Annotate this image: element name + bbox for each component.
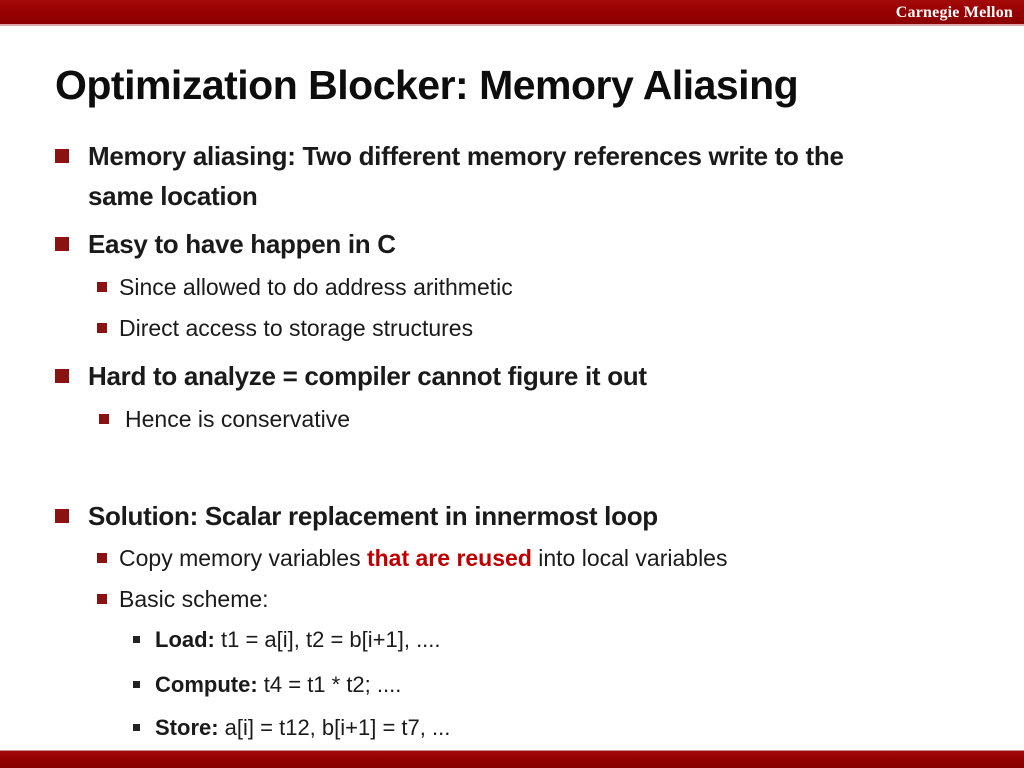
text-segment: t4 = t1 * t2; .... (257, 672, 402, 697)
bullet-item: Solution: Scalar replacement in innermos… (55, 496, 658, 536)
sub-bullet-item: Direct access to storage structures (97, 313, 473, 343)
sub-bullet-text: Hence is conservative (125, 406, 350, 432)
text-segment: into local variables (531, 545, 728, 571)
sub-sub-bullet-square-icon (133, 724, 140, 731)
sub-sub-bullet-text: Store: a[i] = t12, b[i+1] = t7, ... (155, 714, 450, 742)
sub-bullet-square-icon (97, 553, 107, 563)
sub-bullet-text: Basic scheme: (119, 586, 269, 612)
sub-bullet-square-icon (97, 594, 107, 604)
bullet-text: Memory aliasing: Two different memory re… (88, 141, 844, 211)
header-bar: Carnegie Mellon (0, 0, 1024, 26)
sub-bullet-square-icon (99, 414, 109, 424)
bullet-text: Hard to analyze = compiler cannot figure… (88, 361, 647, 391)
bullet-item: Hard to analyze = compiler cannot figure… (55, 356, 647, 396)
sub-bullet-text: Copy memory variables that are reused in… (119, 543, 727, 573)
brand-label: Carnegie Mellon (895, 4, 1013, 21)
text-segment: Copy memory variables (119, 545, 367, 571)
keyword-label: Load: (155, 627, 215, 652)
text-segment: t1 = a[i], t2 = b[i+1], .... (214, 627, 441, 652)
bullet-text: Easy to have happen in C (88, 229, 396, 259)
sub-sub-bullet-square-icon (133, 681, 140, 688)
sub-sub-bullet-square-icon (133, 636, 140, 643)
bullet-item: Easy to have happen in C (55, 224, 396, 264)
bullet-square-icon (55, 509, 69, 523)
sub-bullet-square-icon (97, 282, 107, 292)
sub-bullet-item: Copy memory variables that are reused in… (97, 543, 727, 573)
sub-bullet-text: Direct access to storage structures (119, 315, 474, 341)
sub-bullet-square-icon (97, 323, 107, 333)
sub-bullet-text: Since allowed to do address arithmetic (119, 274, 513, 300)
sub-sub-bullet-text: Load: t1 = a[i], t2 = b[i+1], .... (155, 626, 441, 654)
sub-bullet-item: Since allowed to do address arithmetic (97, 272, 513, 302)
keyword-label: Compute: (155, 672, 258, 697)
highlight-text: that are reused (366, 545, 532, 571)
bullet-item: Memory aliasing: Two different memory re… (55, 136, 883, 216)
page-title: Optimization Blocker: Memory Aliasing (55, 62, 799, 108)
text-segment: a[i] = t12, b[i+1] = t7, ... (218, 715, 451, 740)
sub-sub-bullet-text: Compute: t4 = t1 * t2; .... (155, 671, 401, 699)
sub-sub-bullet-item: Store: a[i] = t12, b[i+1] = t7, ... (133, 714, 450, 742)
sub-bullet-item: Basic scheme: (97, 584, 269, 614)
bullet-text: Solution: Scalar replacement in innermos… (88, 501, 658, 531)
keyword-label: Store: (155, 715, 219, 740)
sub-bullet-item: Hence is conservative (99, 404, 350, 434)
bullet-square-icon (55, 369, 69, 383)
sub-sub-bullet-item: Compute: t4 = t1 * t2; .... (133, 671, 401, 699)
bullet-square-icon (55, 237, 69, 251)
footer-bar (0, 750, 1024, 768)
sub-sub-bullet-item: Load: t1 = a[i], t2 = b[i+1], .... (133, 626, 441, 654)
bullet-square-icon (55, 149, 69, 163)
